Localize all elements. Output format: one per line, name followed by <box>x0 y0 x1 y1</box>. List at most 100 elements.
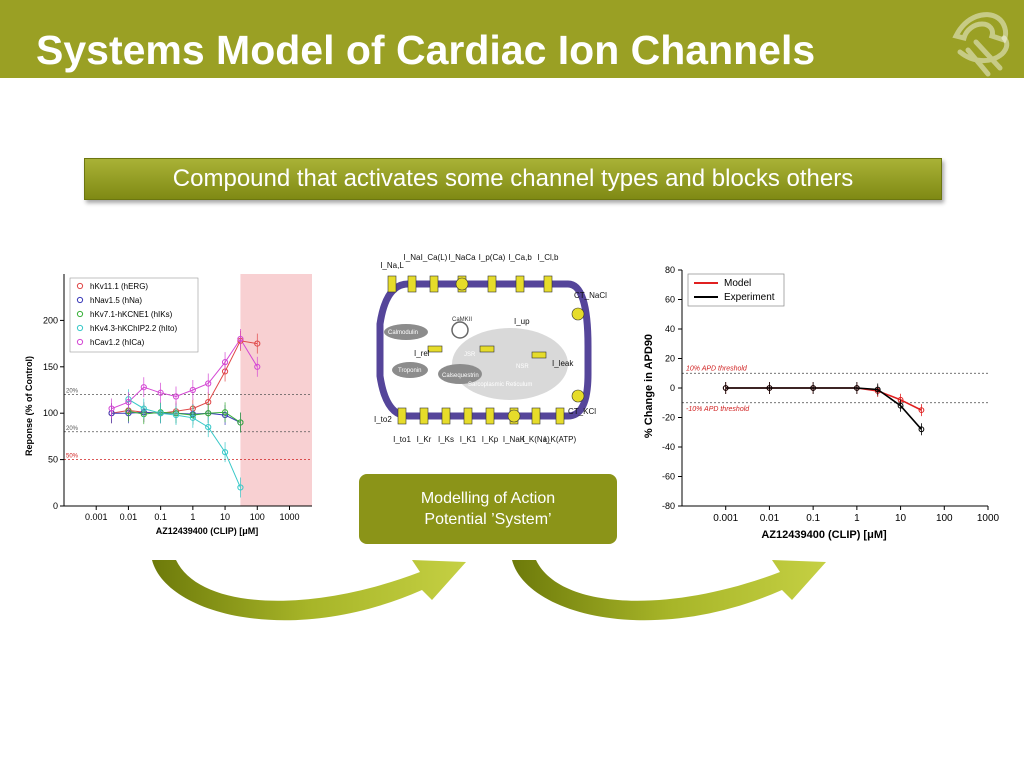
x-tick-label: 1 <box>854 513 860 524</box>
legend-box <box>69 277 199 353</box>
membrane-channel <box>429 275 439 293</box>
modelling-box-line-1: Modelling of Action <box>420 490 556 507</box>
x-tick-label: 10 <box>895 513 907 524</box>
data-point <box>157 389 164 396</box>
data-point <box>140 384 147 391</box>
data-point <box>172 411 180 419</box>
legend-marker <box>76 310 84 318</box>
flow-arrows <box>152 560 826 621</box>
data-point <box>108 405 115 412</box>
y-tick-label: -80 <box>662 501 675 511</box>
threshold-label: -10% APD threshold <box>686 406 750 413</box>
leak-channel <box>531 351 547 359</box>
modelling-box-line-2: Potential ’System’ <box>424 511 552 528</box>
membrane-channel <box>407 275 417 293</box>
x-tick-label: 1000 <box>279 512 299 522</box>
organelle-label: JSR <box>464 352 476 358</box>
legend-label: hCav1.2 (hICa) <box>90 338 145 347</box>
right-flow-arrow-icon <box>512 560 826 621</box>
current-label: CT_KCl <box>568 407 596 416</box>
organelle-label: Sarcoplasmic Reticulum <box>468 382 532 388</box>
current-label: I_to1 <box>393 435 411 444</box>
left-flow-arrow-icon <box>152 560 466 621</box>
current-label: I_K(Na) <box>522 435 550 444</box>
data-point <box>189 414 196 421</box>
x-tick-label: 0.1 <box>154 512 167 522</box>
current-label: I_NaCa <box>448 253 476 262</box>
data-point <box>237 484 244 491</box>
data-point <box>237 419 244 426</box>
y-tick-label: 200 <box>43 315 58 325</box>
legend-marker <box>76 324 84 332</box>
shaded-region <box>240 274 312 506</box>
legend-label: hNav1.5 (hNa) <box>90 296 142 305</box>
y-tick-label: 0 <box>53 501 58 511</box>
sarcoplasmic-reticulum <box>452 328 568 400</box>
organelle-label: NSR <box>516 364 529 370</box>
membrane-channel <box>397 407 407 425</box>
y-tick-label: 80 <box>665 265 675 275</box>
y-tick-label: 60 <box>665 295 675 305</box>
organelle-label: Calsequestrin <box>442 373 479 379</box>
reference-line-label: 20% <box>66 389 79 395</box>
data-point <box>918 426 925 433</box>
subtitle-banner: Compound that activates some channel typ… <box>84 158 942 200</box>
legend-marker <box>76 296 84 304</box>
current-label: I_Kr <box>417 435 432 444</box>
x-tick-label: 0.01 <box>120 512 138 522</box>
cotransporter-icon <box>571 389 585 403</box>
y-tick-label: -60 <box>662 472 675 482</box>
apd90-change-chart: 10% APD threshold-10% APD threshold 0.00… <box>638 262 1008 544</box>
data-point <box>140 405 147 412</box>
x-tick-label: 10 <box>220 512 230 522</box>
current-label: I_leak <box>552 359 574 368</box>
membrane-channel <box>487 275 497 293</box>
legend-marker <box>76 282 84 290</box>
data-point <box>221 449 229 456</box>
data-point <box>125 398 132 406</box>
current-label: I_rel <box>414 349 430 358</box>
data-point <box>254 340 261 347</box>
legend-label: hKv11.1 (hERG) <box>90 282 148 291</box>
data-point <box>189 386 196 394</box>
x-tick-label: 1 <box>190 512 195 522</box>
legend-label: hKv4.3-hKChIP2.2 (hIto) <box>90 324 177 333</box>
data-point <box>766 385 773 391</box>
current-label: I_p(Ca) <box>479 253 506 262</box>
current-label: I_K(ATP) <box>544 435 577 444</box>
membrane-channel <box>387 275 397 293</box>
x-tick-label: 0.01 <box>760 513 780 524</box>
current-label: I_Ca,b <box>508 253 532 262</box>
data-point <box>157 410 164 417</box>
current-label: I_to2 <box>374 415 392 424</box>
y-tick-label: 150 <box>43 362 58 372</box>
data-point <box>205 424 212 431</box>
page-title: Systems Model of Cardiac Ion Channels <box>36 27 816 73</box>
current-label: I_Ca(L) <box>421 253 448 262</box>
exchanger-icon <box>455 277 469 291</box>
reference-line-label: 20% <box>66 426 79 432</box>
data-point <box>237 335 244 343</box>
brand-logo-icon <box>952 12 1010 77</box>
x-axis-label: AZ12439400 (CLIP) [μM] <box>156 526 259 536</box>
x-tick-label: 100 <box>250 512 265 522</box>
x-tick-label: 0.001 <box>713 513 738 524</box>
current-label: I_Na <box>404 253 421 262</box>
y-tick-label: 100 <box>43 408 58 418</box>
data-point <box>874 386 881 393</box>
y-tick-label: -40 <box>662 442 675 452</box>
calsequestrin-blob <box>438 364 482 384</box>
pump-icon <box>507 409 521 423</box>
y-axis-label: Reponse (% of Control) <box>24 356 34 456</box>
organelle-label: Calmodulin <box>388 330 418 336</box>
membrane-channel <box>515 275 525 293</box>
x-tick-label: 1000 <box>977 513 1000 524</box>
y-tick-label: 20 <box>665 354 675 364</box>
membrane-channel <box>441 407 451 425</box>
data-point <box>810 385 817 391</box>
reference-line-label: 50% <box>66 454 79 460</box>
organelle-label: Troponin <box>398 368 421 374</box>
data-point <box>205 410 212 417</box>
